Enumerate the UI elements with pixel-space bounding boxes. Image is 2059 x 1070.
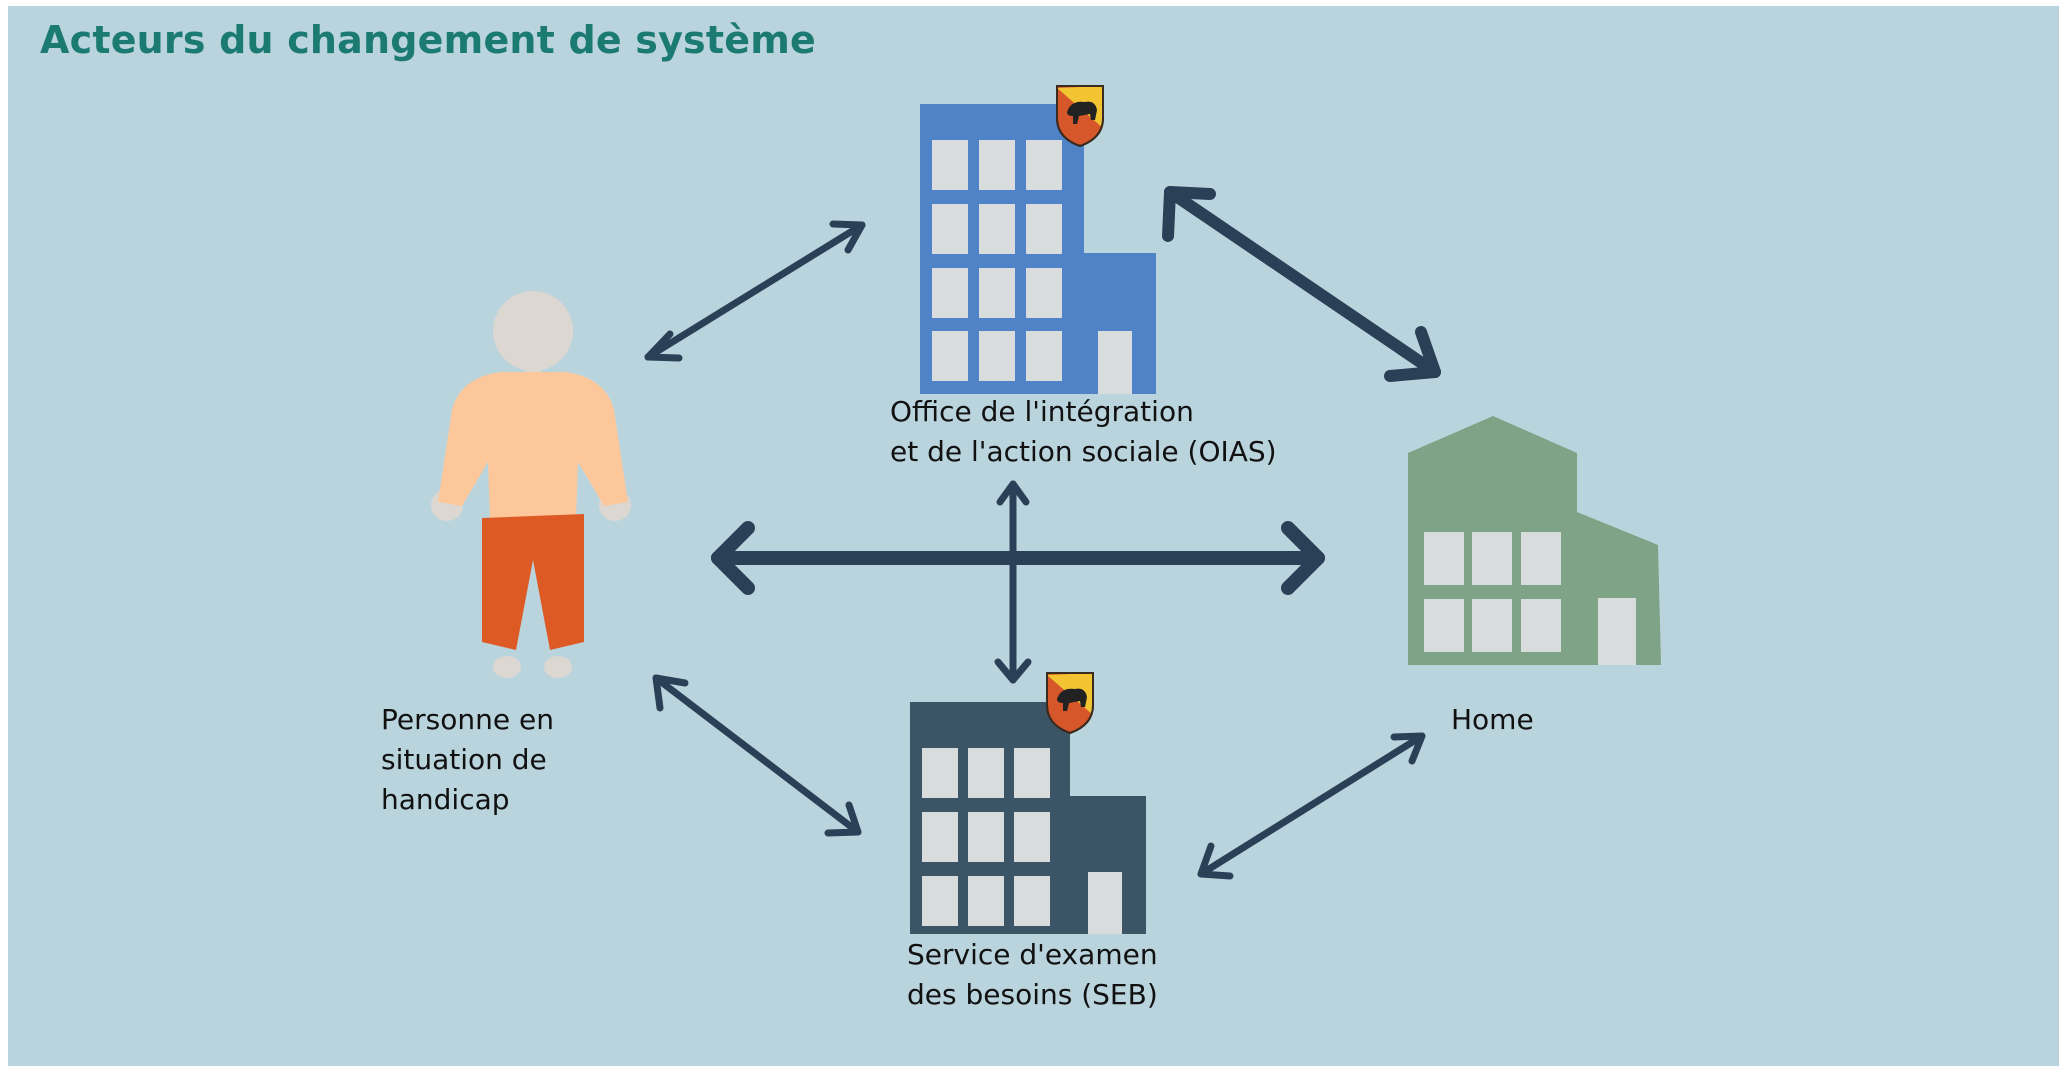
office-building-icon (920, 85, 1156, 394)
oias-label-line1: Office de l'intégration (890, 395, 1194, 428)
oias-label: Office de l'intégration et de l'action s… (890, 392, 1277, 472)
oias-label-line2: et de l'action sociale (OIAS) (890, 435, 1277, 468)
arrow-person-oias (644, 220, 866, 362)
person-icon (431, 291, 631, 678)
arrow-person-home (711, 521, 1325, 595)
connection-arrows (644, 186, 1441, 880)
person-label: Personne en situation de handicap (381, 700, 554, 820)
arrow-oias-home (1162, 186, 1441, 382)
bern-coat-of-arms-icon (1056, 85, 1104, 147)
arrow-seb-home (1197, 732, 1426, 880)
person-label-line1: Personne en (381, 703, 554, 736)
bern-coat-of-arms-icon (1046, 672, 1094, 734)
home-building-icon (1408, 416, 1661, 665)
arrow-person-seb (652, 674, 862, 837)
person-label-line2: situation de (381, 743, 547, 776)
home-label-text: Home (1451, 703, 1534, 736)
service-building-icon (910, 672, 1146, 934)
person-label-line3: handicap (381, 783, 510, 816)
seb-label-line1: Service d'examen (907, 938, 1158, 971)
seb-label: Service d'examen des besoins (SEB) (907, 935, 1158, 1015)
arrow-oias-seb (994, 480, 1032, 684)
seb-label-line2: des besoins (SEB) (907, 978, 1158, 1011)
home-label: Home (1451, 700, 1534, 740)
diagram-title: Acteurs du changement de système (40, 18, 816, 62)
